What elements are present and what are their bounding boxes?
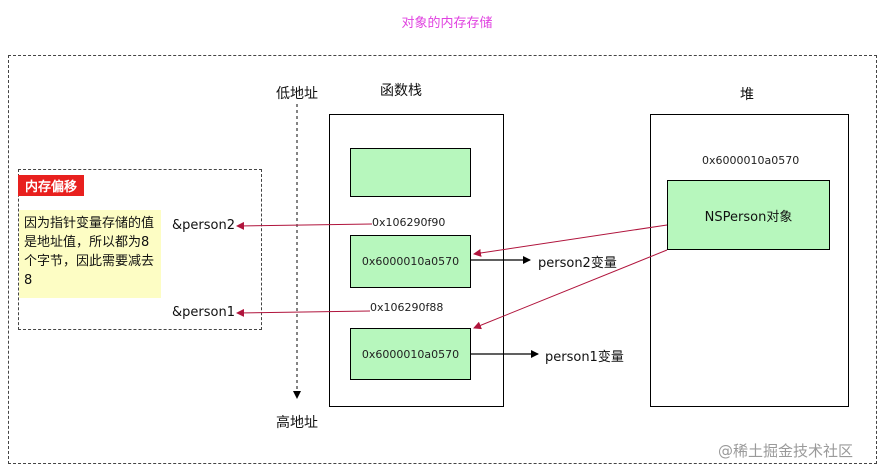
pointer-address-2: 0x106290f88	[370, 301, 444, 314]
nsperson-object-box: NSPerson对象	[667, 180, 830, 250]
person2-reference-label: &person2	[172, 218, 235, 233]
low-address-label: 低地址	[276, 86, 318, 102]
pointer-address-1: 0x106290f90	[372, 216, 446, 229]
heap-address: 0x6000010a0570	[702, 154, 800, 167]
stack-cell-person2: 0x6000010a0570	[350, 235, 471, 288]
person1-variable-label: person1变量	[545, 350, 624, 365]
stack-cell-person2-value: 0x6000010a0570	[361, 255, 460, 268]
stack-cell-person1-value: 0x6000010a0570	[361, 347, 460, 361]
watermark: @稀土掘金技术社区	[718, 442, 854, 460]
heap-label: 堆	[740, 87, 754, 103]
diagram-title: 对象的内存存储	[401, 16, 493, 31]
high-address-label: 高地址	[276, 415, 318, 431]
person2-variable-label: person2变量	[538, 256, 617, 271]
memory-offset-frame	[18, 169, 262, 330]
memory-offset-note: 因为指针变量存储的值是地址值，所以都为8个字节，因此需要减去8	[19, 210, 161, 298]
outer-frame	[8, 55, 877, 464]
stack-cell-person1: 0x6000010a0570	[350, 328, 471, 380]
stack-label: 函数栈	[380, 83, 422, 99]
memory-offset-tag: 内存偏移	[18, 175, 84, 196]
heap-box	[650, 114, 849, 407]
stack-cell-top	[350, 148, 471, 197]
person1-reference-label: &person1	[172, 305, 235, 320]
nsperson-object-label: NSPerson对象	[704, 209, 793, 225]
